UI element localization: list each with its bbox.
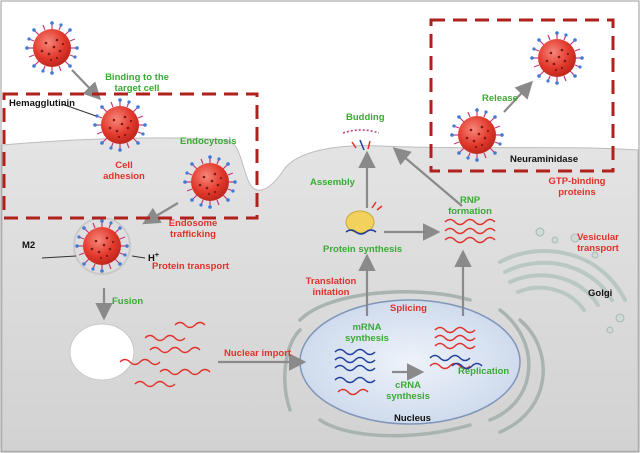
virus-adhesion: [92, 97, 148, 153]
label-m2: M2: [22, 240, 36, 251]
label-release: Release: [482, 93, 518, 104]
label-protein-synthesis: Protein synthesis: [323, 244, 403, 255]
h-plus-pointer: [131, 255, 146, 259]
label-protein-transport: Protein transport: [152, 261, 230, 272]
m2-pointer: [41, 255, 77, 259]
virus-budding: [449, 107, 505, 163]
virus-endosome: [74, 218, 130, 274]
label-vesicular-transport: Vesicular transport: [577, 232, 619, 254]
label-nuclear-import: Nuclear import: [224, 348, 292, 359]
virus-endocytosis: [182, 154, 238, 210]
label-h-plus: H+: [148, 252, 159, 265]
label-nucleus: Nucleus: [394, 413, 431, 424]
rnp-rna: [444, 218, 496, 244]
label-fusion: Fusion: [112, 296, 144, 307]
label-golgi: Golgi: [588, 288, 613, 299]
nucleus: [299, 299, 521, 425]
label-cell-adhesion: Cell adhesion: [103, 160, 145, 182]
virus-binding: [24, 20, 80, 76]
virus-released: [529, 30, 585, 86]
release-highlight-box: [429, 18, 615, 173]
label-crna-synthesis: cRNA synthesis: [386, 380, 430, 402]
endoplasmic-reticulum: [283, 290, 545, 438]
label-gtp-binding: GTP-binding proteins: [548, 176, 606, 198]
label-hemagglutinin: Hemagglutinin: [9, 98, 75, 109]
label-endosome-trafficking: Endosome trafficking: [168, 218, 218, 240]
golgi-vesicles: [535, 227, 625, 334]
label-translation-initiation: Translation initation: [305, 276, 357, 298]
label-rnp-formation: RNP formation: [448, 195, 492, 217]
hemagglutinin-pointer: [61, 103, 97, 117]
label-assembly: Assembly: [310, 177, 355, 188]
label-splicing: Splicing: [390, 303, 427, 314]
vrna-segments: [119, 321, 211, 388]
label-binding: Binding to the target cell: [105, 72, 169, 94]
nuclear-rna: [334, 326, 483, 396]
budding-fragments: [342, 129, 380, 151]
label-mrna-synthesis: mRNA synthesis: [345, 322, 389, 344]
golgi-apparatus: [498, 249, 627, 312]
label-neuraminidase: Neuraminidase: [510, 154, 579, 165]
entry-highlight-box: [2, 92, 259, 220]
label-replication: Replication: [458, 366, 510, 377]
label-budding: Budding: [346, 112, 385, 123]
fusion-vesicle: [69, 323, 135, 381]
label-endocytosis: Endocytosis: [180, 136, 237, 147]
ribosome: [345, 201, 383, 235]
